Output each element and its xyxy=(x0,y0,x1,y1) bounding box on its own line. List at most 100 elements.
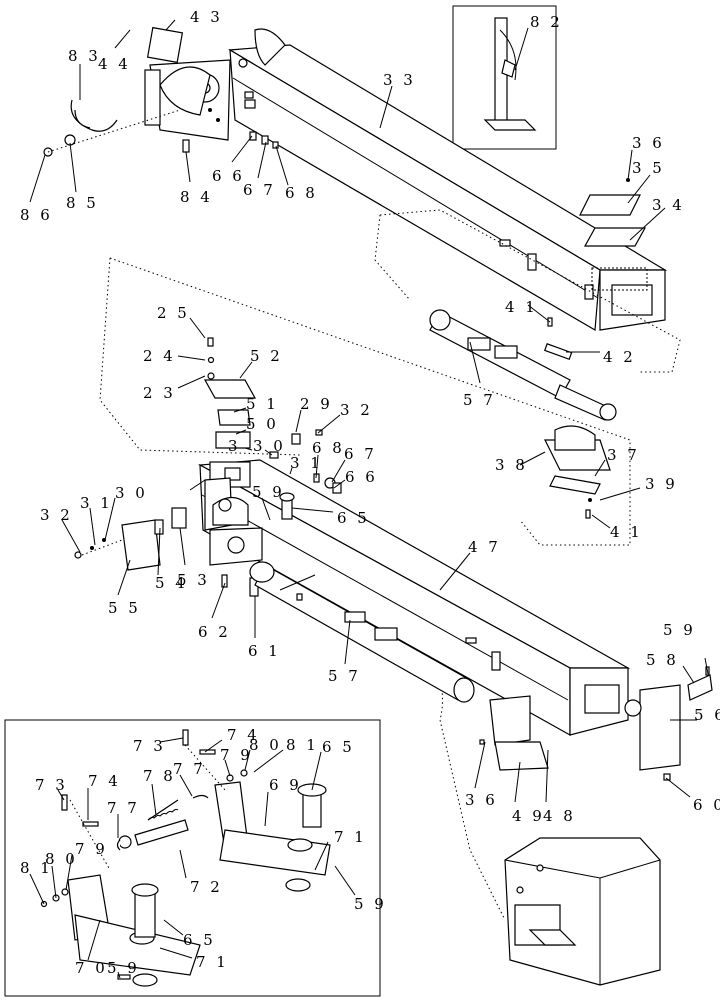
callout-c78: 7 8 xyxy=(143,767,173,816)
callout-label: 8 3 xyxy=(68,47,101,65)
plate-43 xyxy=(146,26,184,64)
cylinder-bracket xyxy=(544,425,611,519)
upper-hitch-clevis xyxy=(144,26,286,141)
callout-c44: 4 4 xyxy=(98,29,131,73)
leader-line xyxy=(264,449,273,456)
callout-c41b: 4 1 xyxy=(591,514,640,541)
callout-c52: 5 2 xyxy=(239,347,283,379)
callout-c62: 6 2 xyxy=(198,582,231,641)
callout-label: 8 2 xyxy=(530,13,563,31)
callout-label: 7 0 xyxy=(75,959,108,977)
leader-line xyxy=(317,414,341,434)
callout-c3: 3 xyxy=(228,437,253,455)
callout-label: 5 2 xyxy=(250,347,283,365)
callout-label: 3 8 xyxy=(495,456,528,474)
callout-c31b: 3 1 xyxy=(80,494,110,546)
leader-line xyxy=(244,447,253,451)
callout-c73b: 7 3 xyxy=(35,776,65,801)
callout-c48: 4 8 xyxy=(543,749,576,825)
leader-line xyxy=(179,527,186,566)
callout-label: 4 8 xyxy=(543,807,576,825)
leader-line xyxy=(57,789,65,801)
callout-c68b: 6 8 xyxy=(312,439,342,479)
leader-line xyxy=(204,739,223,753)
leader-line xyxy=(151,783,157,816)
callout-c86: 8 6 xyxy=(20,154,53,224)
leader-line xyxy=(333,479,346,489)
leader-line xyxy=(474,741,486,789)
callout-c57b: 5 7 xyxy=(328,619,358,685)
callout-c65a: 6 5 xyxy=(291,507,367,527)
leader-line xyxy=(65,854,73,891)
callout-label: 2 3 xyxy=(143,384,176,402)
callout-label: 6 5 xyxy=(183,931,216,949)
leader-line xyxy=(29,873,45,905)
callout-c77a: 7 7 xyxy=(173,760,203,797)
callout-label: 3 1 xyxy=(290,454,323,472)
callout-label: 5 6 xyxy=(694,706,720,724)
jack-inset xyxy=(452,5,557,150)
callout-c41a: 4 1 xyxy=(505,298,551,323)
callout-c59c: 5 9 xyxy=(334,865,387,913)
leader-line xyxy=(264,791,269,827)
callout-c79a: 7 9 xyxy=(220,746,250,777)
leader-line xyxy=(519,451,546,466)
callout-c83: 8 3 xyxy=(68,47,101,100)
callout-label: 4 2 xyxy=(603,348,636,366)
leader-line xyxy=(665,777,691,798)
callout-label: 3 2 xyxy=(340,401,373,419)
jack-foot xyxy=(483,119,537,131)
plate-stack xyxy=(203,337,257,449)
callout-c29: 2 9 xyxy=(295,395,330,433)
callout-label: 6 6 xyxy=(345,468,378,486)
leader-line xyxy=(89,507,96,546)
leader-line xyxy=(289,467,293,475)
leader-line xyxy=(591,514,611,529)
leader-line xyxy=(545,749,549,803)
leader-line xyxy=(379,85,393,129)
leader-line xyxy=(295,409,302,433)
callout-c59d: 5 9 xyxy=(107,959,137,979)
leader-line xyxy=(253,749,284,773)
hydraulic-cylinder-upper xyxy=(429,309,617,421)
leader-line xyxy=(69,142,77,193)
leader-line xyxy=(527,304,551,323)
hydraulic-cylinder-lower xyxy=(249,561,475,703)
callout-label: 8 6 xyxy=(20,206,53,224)
callout-label: 6 1 xyxy=(248,642,281,660)
callout-c67a: 6 7 xyxy=(243,141,276,199)
leader-line xyxy=(185,151,191,183)
callout-c37: 3 7 xyxy=(594,446,637,477)
callout-c74a: 7 4 xyxy=(204,726,257,753)
callout-label: 6 7 xyxy=(243,181,276,199)
callout-label: 5 9 xyxy=(252,483,285,501)
callout-c54: 5 4 xyxy=(155,527,188,592)
callout-label: 7 1 xyxy=(196,953,229,971)
leader-line xyxy=(627,174,651,204)
callout-label: 6 2 xyxy=(198,623,231,641)
leader-line xyxy=(315,454,319,479)
callout-label: 4 3 xyxy=(190,8,223,26)
callout-label: 6 8 xyxy=(285,184,318,202)
callout-c30b: 3 0 xyxy=(104,484,145,541)
leader-line xyxy=(189,317,206,339)
callout-c59b: 5 9 xyxy=(663,621,709,675)
callout-c32a: 3 2 xyxy=(317,401,373,434)
callout-label: 5 9 xyxy=(354,895,387,913)
callout-c50: 5 0 xyxy=(235,415,276,435)
callout-c66a: 6 6 xyxy=(212,135,253,185)
callout-label: 5 7 xyxy=(463,391,496,409)
callout-label: 5 4 xyxy=(155,574,188,592)
leader-line xyxy=(159,947,193,959)
callout-c79b: 7 9 xyxy=(65,840,105,891)
side-plates xyxy=(74,507,259,597)
callout-c84: 8 4 xyxy=(180,151,210,206)
leader-line xyxy=(179,774,193,797)
leader-line xyxy=(159,737,184,743)
callout-label: 5 8 xyxy=(646,651,679,669)
callout-label: 3 0 xyxy=(253,437,286,455)
callout-c77b: 7 7 xyxy=(107,799,137,838)
callout-label: 2 4 xyxy=(143,347,176,365)
leader-line xyxy=(29,154,46,203)
callout-c82: 8 2 xyxy=(514,13,563,71)
